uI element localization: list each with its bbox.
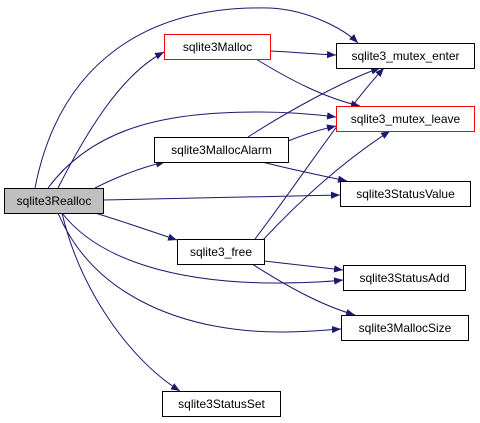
node-malloc-size[interactable]: sqlite3MallocSize [341, 315, 469, 341]
node-label-mutex-enter: sqlite3_mutex_enter [351, 49, 459, 63]
node-box-mutex-enter [336, 43, 475, 69]
node-status-set[interactable]: sqlite3StatusSet [162, 391, 281, 417]
node-box-status-value [340, 181, 471, 207]
edge-realloc-to-mutex-leave [47, 111, 337, 189]
edge-realloc-to-free [94, 212, 178, 241]
edge-realloc-to-status-set [61, 212, 181, 392]
edge-realloc-to-mutex-enter [34, 7, 359, 189]
node-label-status-add: sqlite3StatusAdd [359, 271, 449, 285]
node-mutex-leave[interactable]: sqlite3_mutex_leave [336, 106, 475, 132]
node-box-status-add [343, 265, 466, 291]
node-status-add[interactable]: sqlite3StatusAdd [343, 265, 466, 291]
edge-malloc-alarm-to-mutex-leave [287, 124, 337, 142]
node-box-malloc-size [341, 315, 469, 341]
edge-realloc-to-status-add [61, 212, 344, 285]
node-box-free [177, 239, 265, 265]
node-box-malloc-alarm [154, 137, 289, 163]
node-status-value[interactable]: sqlite3StatusValue [340, 181, 471, 207]
nodes: sqlite3Realloc sqlite3Malloc sqlite3_mutex… [4, 34, 475, 417]
node-label-free: sqlite3_free [190, 245, 252, 259]
node-realloc[interactable]: sqlite3Realloc [4, 188, 104, 214]
edge-realloc-to-malloc-size [57, 212, 342, 334]
edge-free-to-mutex-leave [261, 130, 391, 242]
edge-free-to-malloc-size [251, 263, 356, 316]
node-label-malloc-size: sqlite3MallocSize [359, 321, 452, 335]
node-box-status-set [162, 391, 281, 417]
node-malloc[interactable]: sqlite3Malloc [164, 34, 271, 60]
edge-free-to-status-add [263, 260, 344, 273]
edge-realloc-to-malloc [57, 51, 165, 189]
node-box-malloc [164, 34, 271, 60]
node-label-status-set: sqlite3StatusSet [178, 397, 265, 411]
node-label-malloc-alarm: sqlite3MallocAlarm [171, 143, 272, 157]
node-malloc-alarm[interactable]: sqlite3MallocAlarm [154, 137, 289, 163]
node-label-mutex-leave: sqlite3_mutex_leave [351, 112, 461, 126]
node-label-realloc: sqlite3Realloc [17, 194, 92, 208]
node-label-status-value: sqlite3StatusValue [356, 187, 455, 201]
node-box-mutex-leave [336, 106, 475, 132]
edge-realloc-to-malloc-alarm [94, 160, 166, 189]
node-label-malloc: sqlite3Malloc [183, 40, 252, 54]
edge-realloc-to-status-value [102, 191, 341, 201]
edge-malloc-to-mutex-leave [255, 58, 361, 108]
edge-malloc-alarm-to-mutex-enter [247, 67, 381, 138]
node-mutex-enter[interactable]: sqlite3_mutex_enter [336, 43, 475, 69]
edges [34, 7, 391, 392]
edge-malloc-to-mutex-enter [269, 50, 337, 59]
node-box-realloc [4, 188, 104, 214]
edge-free-to-mutex-enter [254, 67, 385, 240]
node-free[interactable]: sqlite3_free [177, 239, 265, 265]
